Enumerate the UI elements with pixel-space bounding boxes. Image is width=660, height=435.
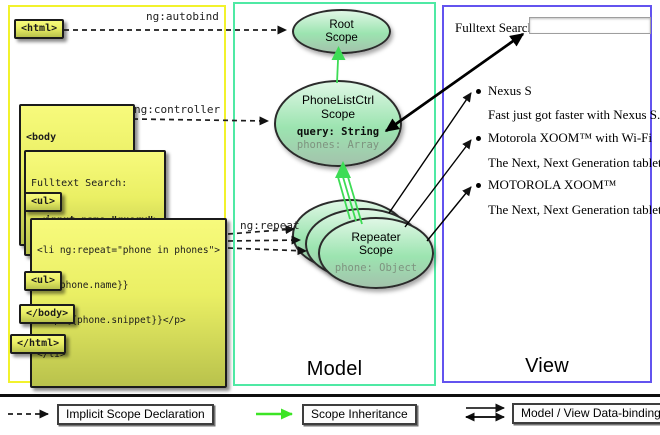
code-line: <body bbox=[26, 132, 57, 144]
phonelistctrl-query-prop: query: String bbox=[296, 126, 380, 139]
phone-snippet: The Next, Next Generation tablet. bbox=[488, 155, 660, 170]
phone-name: MOTOROLA XOOM™ bbox=[488, 177, 617, 192]
code-box-html-close: </html> bbox=[10, 334, 67, 355]
code-line: <li ng:repeat="phone in phones"> bbox=[37, 245, 221, 257]
list-bullet bbox=[476, 183, 481, 188]
code-line: Fulltext Search: bbox=[31, 178, 128, 190]
ng-controller-label: ng:controller bbox=[134, 103, 221, 116]
phonelistctrl-scope-label-line2: Scope bbox=[320, 106, 356, 121]
repeater-scope-label-line2: Scope bbox=[358, 242, 394, 257]
ng-autobind-label: ng:autobind bbox=[146, 10, 219, 23]
legend-databinding-arrows bbox=[465, 403, 505, 422]
code-box-ul-open: <ul> bbox=[24, 192, 63, 213]
code-box-html-open: <html> bbox=[14, 19, 65, 40]
repeater-phone-prop: phone: Object bbox=[334, 262, 418, 275]
legend-model-view-databinding: Model / View Data-binding bbox=[512, 403, 660, 424]
phone-name: Nexus S bbox=[488, 83, 532, 98]
model-panel: Model bbox=[233, 2, 436, 386]
legend-implicit-scope-declaration: Implicit Scope Declaration bbox=[57, 404, 214, 425]
repeater-scope-label-line1: Repeater bbox=[351, 229, 401, 244]
view-panel: View bbox=[442, 5, 652, 383]
legend-scope-inheritance: Scope Inheritance bbox=[302, 404, 417, 425]
model-panel-title: Model bbox=[306, 358, 363, 380]
fulltext-search-label: Fulltext Search: bbox=[455, 20, 538, 35]
legend-divider bbox=[0, 394, 660, 397]
code-box-body-close: </body> bbox=[19, 304, 76, 325]
phonelistctrl-scope-ellipse: PhoneListCtrl Scope query: String phones… bbox=[274, 80, 402, 167]
phone-snippet: Fast just got faster with Nexus S. bbox=[488, 107, 660, 122]
phone-snippet: The Next, Next Generation tablet. bbox=[488, 202, 660, 217]
root-scope-label-line2: Scope bbox=[325, 31, 358, 44]
list-bullet bbox=[476, 89, 481, 94]
root-scope-label-line1: Root bbox=[329, 18, 354, 31]
code-line: </li> bbox=[37, 349, 66, 361]
fulltext-search-input[interactable] bbox=[529, 17, 651, 34]
phone-name: Motorola XOOM™ with Wi-Fi bbox=[488, 130, 653, 145]
phonelistctrl-scope-label-line1: PhoneListCtrl bbox=[301, 93, 375, 108]
list-bullet bbox=[476, 136, 481, 141]
view-panel-title: View bbox=[525, 355, 569, 377]
code-box-li-repeat: <li ng:repeat="phone in phones"> {{phone… bbox=[30, 218, 228, 389]
phonelistctrl-phones-prop: phones: Array bbox=[296, 139, 380, 152]
ng-repeat-label: ng:repeat bbox=[240, 219, 300, 232]
root-scope-ellipse: Root Scope bbox=[292, 9, 391, 54]
code-line: {{phone.name}} bbox=[37, 279, 129, 291]
code-box-ul-close: <ul> bbox=[24, 271, 63, 292]
code-line: <p>{{phone.snippet}}</p> bbox=[37, 314, 186, 326]
repeater-scope-ellipse-front: Repeater Scope phone: Object bbox=[318, 217, 434, 289]
